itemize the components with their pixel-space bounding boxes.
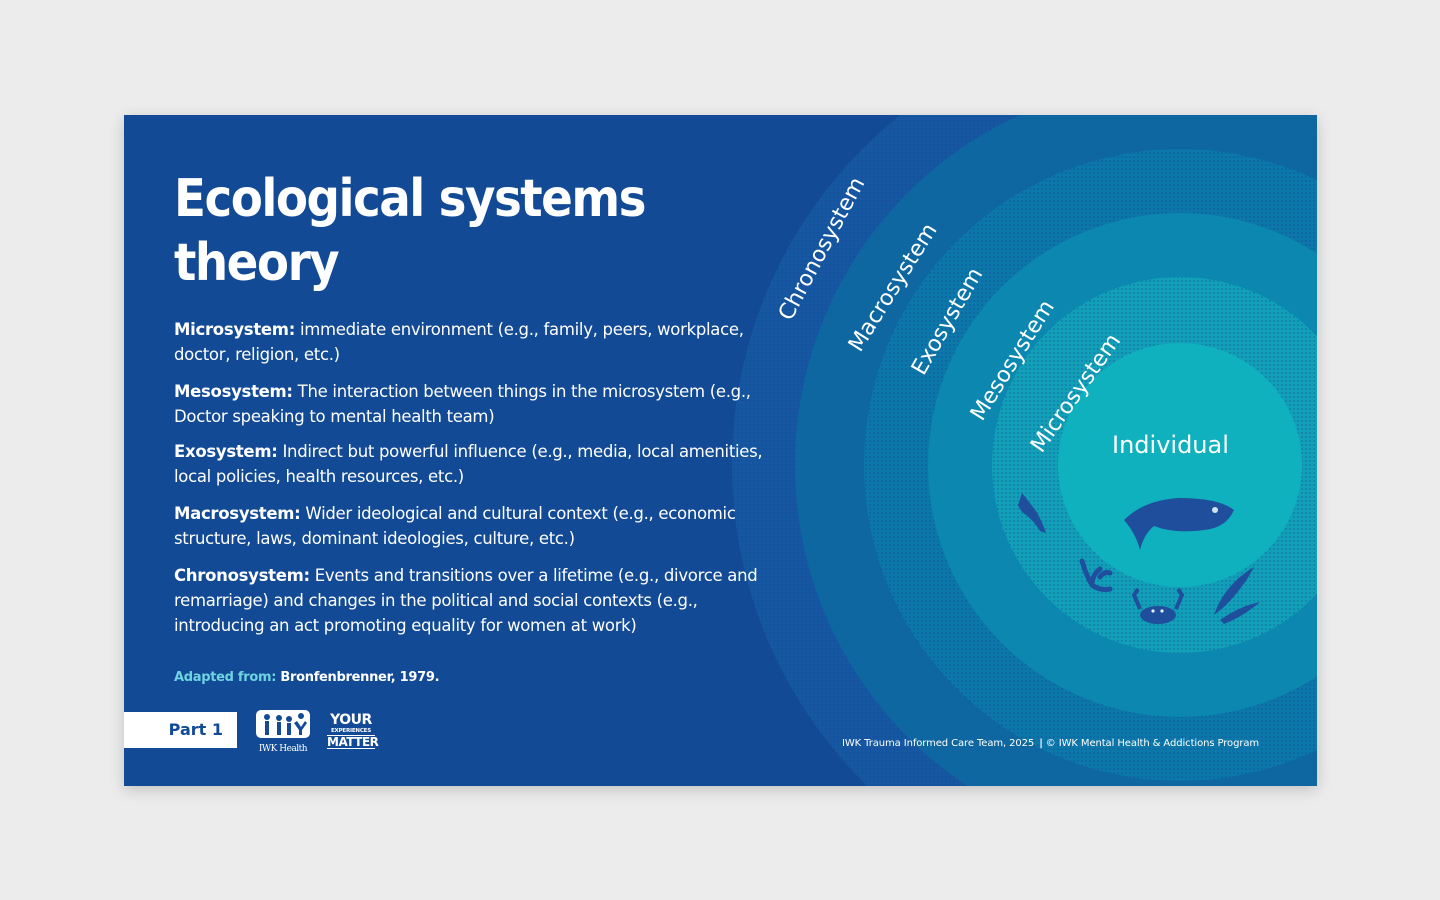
definition-exosystem: Exosystem: Indirect but powerful influen… [174,439,764,489]
logo-line: YOUR [330,712,372,728]
definition-term: Exosystem: [174,442,278,461]
definition-text: The interaction between things in the mi… [174,382,751,426]
logo-line: EXPERIENCES [331,728,371,734]
iwk-logo-text: IWK Health [258,744,308,754]
source-citation: Adapted from: Bronfenbrenner, 1979. [174,670,440,685]
footer-left: IWK Trauma Informed Care Team, 2025 [842,738,1035,749]
ecological-rings-diagram [732,115,1317,786]
source-value: Bronfenbrenner, 1979. [276,670,440,685]
definition-text: Indirect but powerful influence (e.g., m… [174,442,763,486]
seaweed-icon [1214,567,1260,624]
definition-chronosystem: Chronosystem: Events and transitions ove… [174,563,764,638]
large-fish-icon [1124,498,1234,550]
footer-separator: | [1039,738,1043,749]
iwk-health-logo: IWK Health [255,709,311,754]
your-experiences-matter-logo: YOUR EXPERIENCES MATTER [327,712,379,749]
definitions-list: Microsystem: immediate environment (e.g.… [174,317,764,650]
definition-text: Wider ideological and cultural context (… [174,504,736,548]
definition-macrosystem: Macrosystem: Wider ideological and cultu… [174,501,764,551]
footer-right: © IWK Mental Health & Addictions Program [1045,738,1260,749]
footer-credit: IWK Trauma Informed Care Team, 2025 |© IW… [842,738,1259,749]
small-fish-icon [1018,493,1046,533]
definition-microsystem: Microsystem: immediate environment (e.g.… [174,317,764,367]
definition-term: Macrosystem: [174,504,301,523]
ring-label-individual: Individual [1112,431,1229,459]
definition-text: Events and transitions over a lifetime (… [174,566,758,635]
definition-term: Chronosystem: [174,566,310,585]
part-badge: Part 1 [124,712,237,748]
definition-term: Microsystem: [174,320,295,339]
crab-icon [1131,587,1185,624]
slide-title: Ecological systems theory [174,169,647,293]
definition-mesosystem: Mesosystem: The interaction between thin… [174,379,764,429]
slide: Chronosystem Macrosystem Exosystem Mesos… [124,115,1317,786]
source-label: Adapted from: [174,670,277,685]
iwk-figures-icon [256,710,310,738]
coral-icon [1079,558,1113,592]
logo-line: MATTER [327,735,379,749]
definition-text: immediate environment (e.g., family, pee… [174,320,744,364]
definition-term: Mesosystem: [174,382,293,401]
